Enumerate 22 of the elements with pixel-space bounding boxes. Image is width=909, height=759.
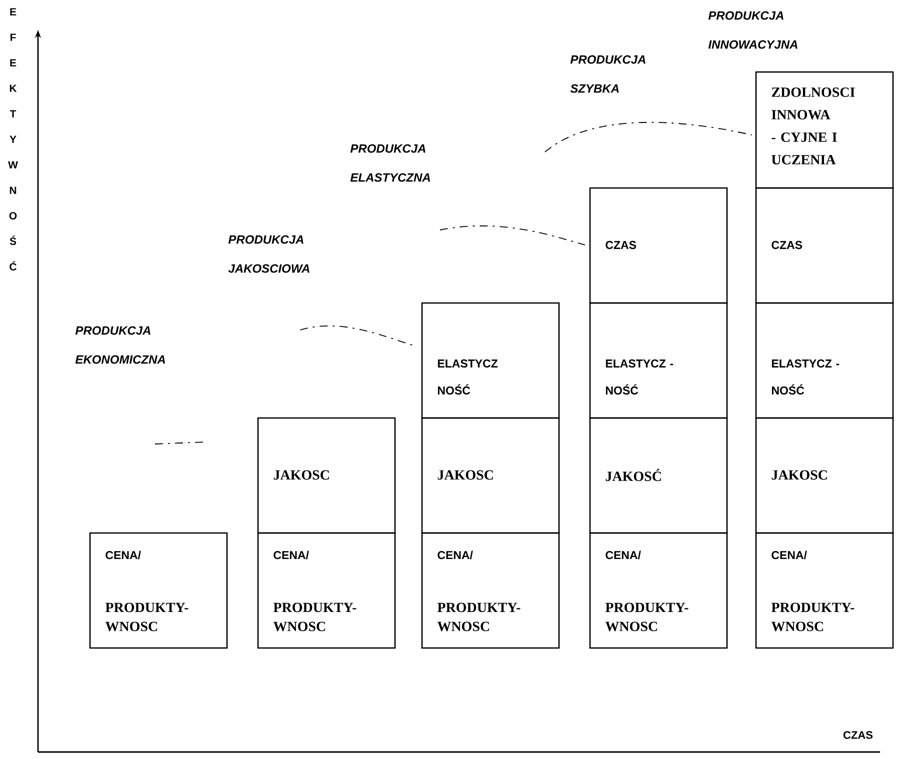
stage-box: JAKOSĆ [589,417,728,534]
stage-box: JAKOSC [257,417,396,534]
stage-box: CZAS [589,187,728,304]
stage-box: ELASTYCZ - NOŚĆ [589,302,728,419]
stage-box: CENA/ PRODUKTY- WNOSC [89,532,228,649]
stage-heading: PRODUKCJA EKONOMICZNA [75,326,165,364]
axis-label: CZAS [844,731,873,739]
stage-box: ELASTYCZ - NOŚĆ [755,302,894,419]
stage-box: CENA/ PRODUKTY- WNOSC [589,532,728,649]
stage-box: JAKOSC [755,417,894,534]
stage-box: ELASTYCZ NOŚĆ [421,302,560,419]
stage-box: CENA/ PRODUKTY- WNOSC [421,532,560,649]
stage-box: CZAS [755,187,894,304]
stage-heading: PRODUKCJA INNOWACYJNA [708,11,798,49]
stage-heading: PRODUKCJA JAKOSCIOWA [228,235,310,273]
stage-box: JAKOSC [421,417,560,534]
stage-box: CENA/ PRODUKTY- WNOSC [755,532,894,649]
stage-heading: PRODUKCJA ELASTYCZNA [350,144,430,182]
stage-heading: PRODUKCJA SZYBKA [570,55,646,93]
stage-box: CENA/ PRODUKTY- WNOSC [257,532,396,649]
axis-label: EFEKTYWNOŚĆ [8,8,18,271]
stage-box: ZDOLNOSCI INNOWA - CYJNE I UCZENIA [755,71,894,189]
